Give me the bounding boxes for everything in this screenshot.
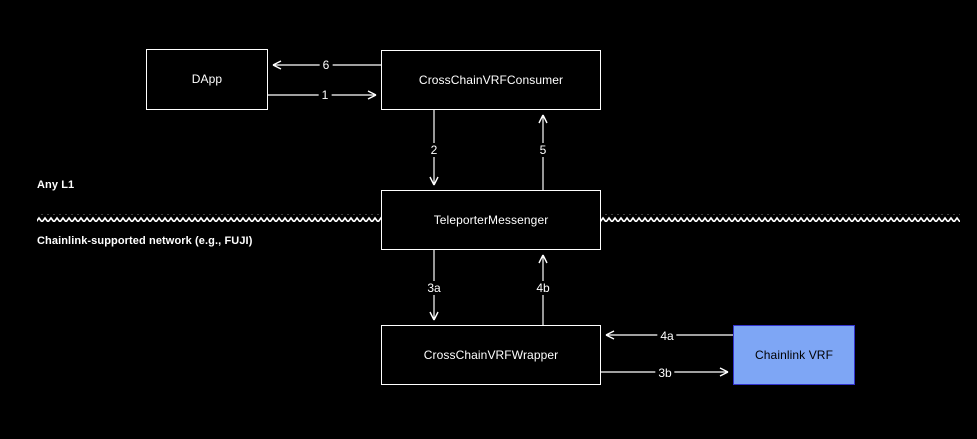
node-chainlink-vrf[interactable]: Chainlink VRF [733,325,855,385]
zone-label-chainlink-network: Chainlink-supported network (e.g., FUJI) [37,235,253,247]
node-crosschainvrfconsumer-label: CrossChainVRFConsumer [418,72,564,87]
edge-label-4a: 4a [657,329,677,343]
node-chainlink-vrf-label: Chainlink VRF [755,347,833,362]
edge-label-2: 2 [427,143,441,157]
edge-label-6: 6 [319,58,333,72]
edge-label-5: 5 [536,143,550,157]
edge-label-3b: 3b [655,366,675,380]
edge-label-1: 1 [318,88,332,102]
edge-label-3a: 3a [424,281,444,295]
node-dapp[interactable]: DApp [146,49,268,110]
node-crosschainvrfwrapper-label: CrossChainVRFWrapper [423,347,559,362]
node-teleportermessenger[interactable]: TeleporterMessenger [381,190,601,250]
node-dapp-label: DApp [191,72,223,87]
node-crosschainvrfwrapper[interactable]: CrossChainVRFWrapper [381,325,601,385]
zone-label-any-l1: Any L1 [37,179,75,191]
node-teleportermessenger-label: TeleporterMessenger [433,212,549,227]
edge-label-4b: 4b [533,281,553,295]
node-crosschainvrfconsumer[interactable]: CrossChainVRFConsumer [381,50,601,110]
